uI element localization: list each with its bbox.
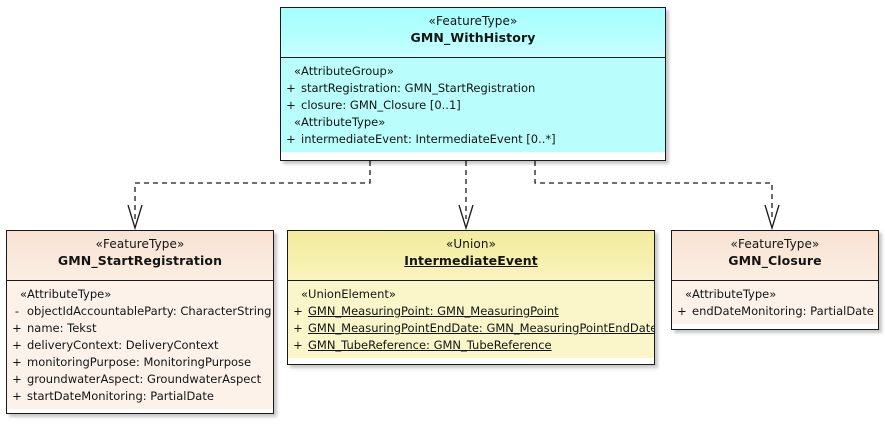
attribute-text: endDateMonitoring: PartialDate <box>692 304 874 318</box>
attribute-text: objectIdAccountableParty: CharacterStrin… <box>27 304 272 318</box>
union-element-group-label: «UnionElement» <box>301 287 396 301</box>
attribute-visibility: + <box>293 304 303 318</box>
attribute-row[interactable]: - objectIdAccountableParty: CharacterStr… <box>7 303 273 320</box>
attribute-row[interactable]: + name: Tekst <box>7 320 273 337</box>
attribute-row[interactable]: + closure: GMN_Closure [0..1] <box>281 97 665 114</box>
class-box-intermediate-event[interactable]: «Union» IntermediateEvent «UnionElement»… <box>287 230 655 365</box>
attribute-visibility: - <box>14 304 20 318</box>
attribute-visibility: + <box>286 132 296 146</box>
attribute-text: startRegistration: GMN_StartRegistration <box>301 81 536 95</box>
attribute-text: monitoringPurpose: MonitoringPurpose <box>27 355 252 369</box>
class-box-gmn-start-registration[interactable]: «FeatureType» GMN_StartRegistration «Att… <box>6 230 274 414</box>
attribute-text: name: Tekst <box>27 321 97 335</box>
class-box-gmn-with-history[interactable]: «FeatureType» GMN_WithHistory «Attribute… <box>280 7 666 161</box>
class-header-gmn-with-history: «FeatureType» GMN_WithHistory <box>281 8 665 58</box>
attribute-group-label: «AttributeType» <box>685 287 777 301</box>
attribute-group-label: «AttributeType» <box>294 115 386 129</box>
class-header-gmn-closure: «FeatureType» GMN_Closure <box>672 231 878 281</box>
attribute-visibility: + <box>286 98 296 112</box>
class-name: GMN_WithHistory <box>410 30 536 45</box>
class-header-intermediate-event: «Union» IntermediateEvent <box>288 231 654 281</box>
attribute-visibility: + <box>286 81 296 95</box>
attribute-row[interactable]: + deliveryContext: DeliveryContext <box>7 337 273 354</box>
attribute-visibility: + <box>293 321 303 335</box>
attribute-visibility: + <box>293 338 303 352</box>
connector-with-history-to-start-registration <box>127 161 371 231</box>
attribute-row[interactable]: + GMN_TubeReference: GMN_TubeReference <box>288 337 654 354</box>
attribute-text: GMN_TubeReference: GMN_TubeReference <box>308 338 552 352</box>
class-body-gmn-with-history: «AttributeGroup» + startRegistration: GM… <box>281 58 665 152</box>
attribute-row[interactable]: + endDateMonitoring: PartialDate <box>672 303 878 320</box>
attribute-group-label: «AttributeGroup» <box>294 64 394 78</box>
class-stereotype: «Union» <box>445 237 497 251</box>
class-body-intermediate-event: «UnionElement» + GMN_MeasuringPoint: GMN… <box>288 281 654 358</box>
class-stereotype: «FeatureType» <box>730 237 820 251</box>
attribute-visibility: + <box>12 321 22 335</box>
attribute-row[interactable]: + intermediateEvent: IntermediateEvent [… <box>281 131 665 148</box>
attribute-row[interactable]: + GMN_MeasuringPointEndDate: GMN_Measuri… <box>288 320 654 337</box>
class-body-gmn-start-registration: «AttributeType» - objectIdAccountablePar… <box>7 281 273 409</box>
attribute-row[interactable]: + GMN_MeasuringPoint: GMN_MeasuringPoint <box>288 303 654 320</box>
class-name: IntermediateEvent <box>404 253 538 268</box>
attribute-row[interactable]: + startRegistration: GMN_StartRegistrati… <box>281 80 665 97</box>
attribute-text: intermediateEvent: IntermediateEvent [0.… <box>301 132 556 146</box>
attribute-text: deliveryContext: DeliveryContext <box>27 338 219 352</box>
class-header-gmn-start-registration: «FeatureType» GMN_StartRegistration <box>7 231 273 281</box>
attribute-text: GMN_MeasuringPoint: GMN_MeasuringPoint <box>308 304 559 318</box>
class-name: GMN_StartRegistration <box>57 253 223 268</box>
class-stereotype: «FeatureType» <box>95 237 185 251</box>
connector-with-history-to-closure <box>534 161 780 231</box>
attribute-visibility: + <box>12 355 22 369</box>
class-body-gmn-closure: «AttributeType» + endDateMonitoring: Par… <box>672 281 878 324</box>
attribute-row[interactable]: + startDateMonitoring: PartialDate <box>7 388 273 405</box>
attribute-row[interactable]: + groundwaterAspect: GroundwaterAspect <box>7 371 273 388</box>
class-stereotype: «FeatureType» <box>428 14 518 28</box>
connector-with-history-to-intermediate-event <box>458 161 474 231</box>
attribute-text: groundwaterAspect: GroundwaterAspect <box>27 372 262 386</box>
attribute-visibility: + <box>12 338 22 352</box>
attribute-visibility: + <box>12 389 22 403</box>
attribute-text: GMN_MeasuringPointEndDate: GMN_Measuring… <box>308 321 654 335</box>
class-box-gmn-closure[interactable]: «FeatureType» GMN_Closure «AttributeType… <box>671 230 879 330</box>
attribute-text: closure: GMN_Closure [0..1] <box>301 98 461 112</box>
attribute-row[interactable]: + monitoringPurpose: MonitoringPurpose <box>7 354 273 371</box>
attribute-text: startDateMonitoring: PartialDate <box>27 389 214 403</box>
attribute-visibility: + <box>12 372 22 386</box>
attribute-visibility: + <box>677 304 687 318</box>
attribute-group-label: «AttributeType» <box>20 287 112 301</box>
class-name: GMN_Closure <box>728 253 822 268</box>
